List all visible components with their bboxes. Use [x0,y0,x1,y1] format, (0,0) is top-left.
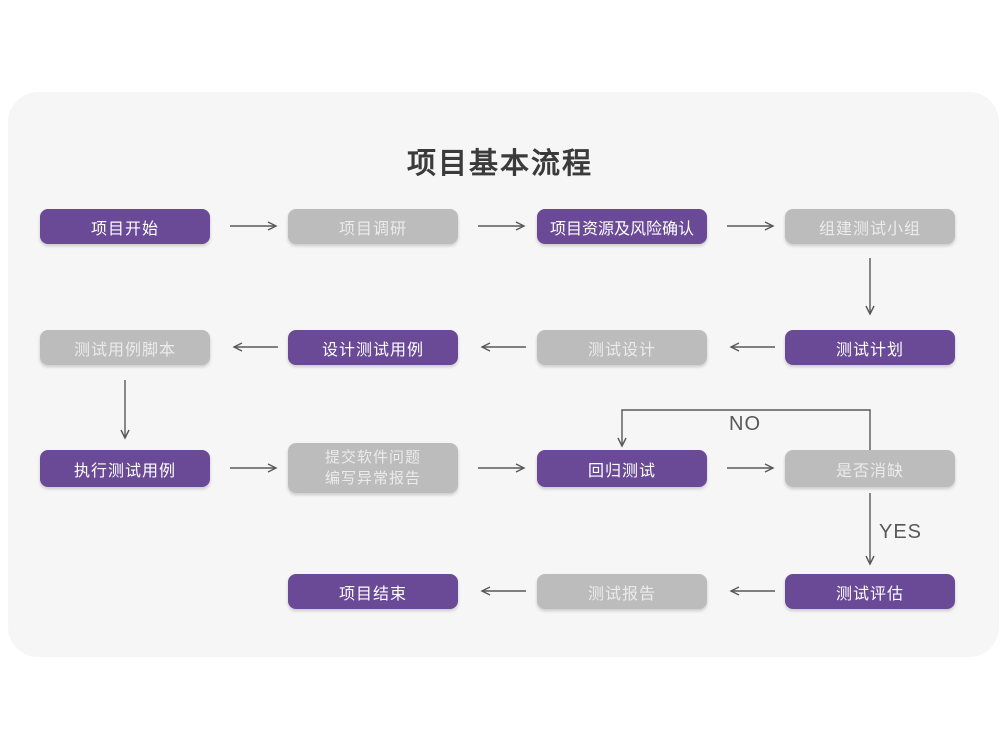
node-test-evaluation: 测试评估 [785,574,955,609]
node-label: 测试计划 [835,341,904,359]
page-title: 项目基本流程 [406,148,593,180]
node-design-test-cases: 设计测试用例 [288,330,458,365]
node-label: 项目结束 [338,585,407,603]
node-label: 测试用例脚本 [73,341,176,359]
node-label: 测试评估 [835,585,904,603]
node-label-line2: 编写异常报告 [324,470,421,487]
edge-label-yes: YES [879,521,923,543]
node-test-design: 测试设计 [537,330,707,365]
node-label: 项目调研 [338,220,407,238]
node-project-start: 项目开始 [40,209,210,244]
node-risk-confirm: 项目资源及风险确认 [537,209,707,244]
node-project-end: 项目结束 [288,574,458,609]
node-label: 测试设计 [587,341,656,359]
node-defect-cleared: 是否消缺 [785,450,955,487]
flowchart-card [8,92,999,657]
node-label: 组建测试小组 [818,220,921,238]
node-label-line1: 提交软件问题 [324,449,421,466]
node-label: 是否消缺 [835,462,904,480]
node-label: 项目资源及风险确认 [549,220,694,238]
node-label: 回归测试 [587,462,656,480]
node-execute-test-cases: 执行测试用例 [40,450,210,487]
node-label: 测试报告 [587,585,656,603]
node-label: 设计测试用例 [321,341,424,359]
node-test-report: 测试报告 [537,574,707,609]
node-test-plan: 测试计划 [785,330,955,365]
node-label: 项目开始 [90,220,159,238]
node-submit-issues: 提交软件问题 编写异常报告 [288,443,458,493]
node-test-case-script: 测试用例脚本 [40,330,210,365]
node-build-test-team: 组建测试小组 [785,209,955,244]
node-project-research: 项目调研 [288,209,458,244]
node-label: 执行测试用例 [73,462,176,480]
node-regression-test: 回归测试 [537,450,707,487]
edge-label-no: NO [729,413,761,435]
